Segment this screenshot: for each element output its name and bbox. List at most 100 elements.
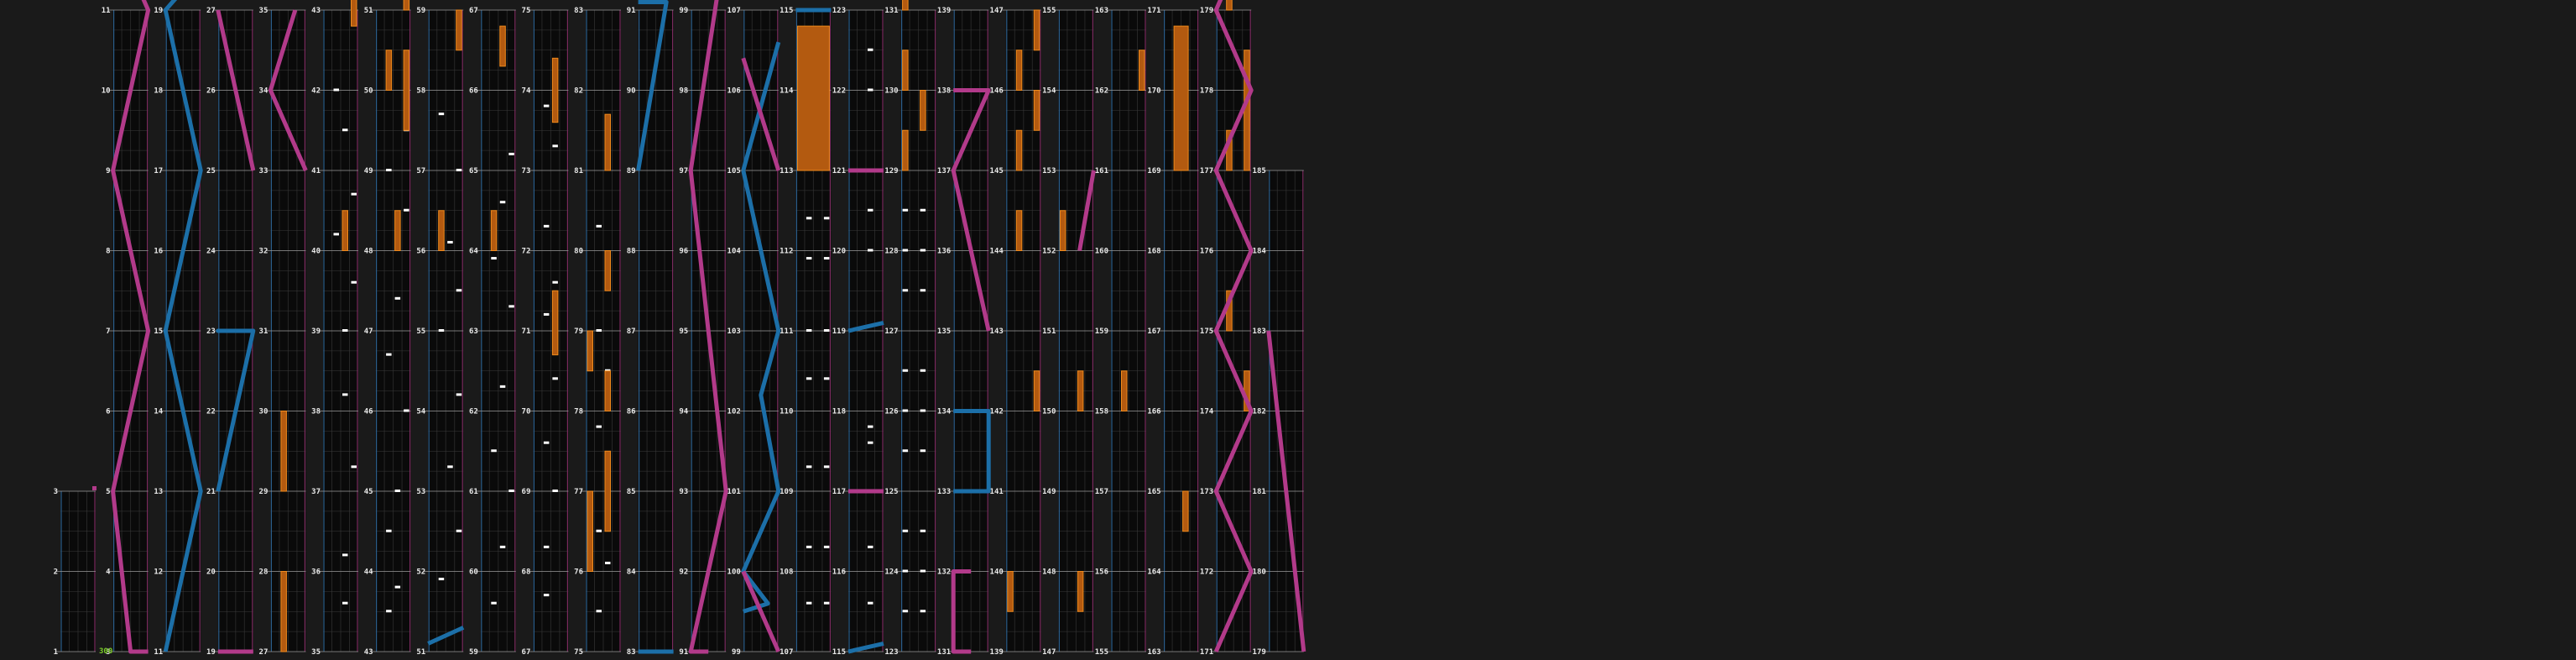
measure-number: 86: [627, 408, 636, 416]
tap-note: [920, 369, 926, 372]
tap-note: [342, 128, 348, 132]
measure-number: 15: [154, 327, 163, 336]
measure-number: 84: [627, 568, 636, 577]
slide-note: [216, 328, 256, 492]
measure-number: 129: [884, 167, 898, 175]
hold-note: [902, 50, 909, 91]
hold-note: [490, 210, 498, 251]
measure-number: 75: [574, 648, 583, 657]
measure-number: 131: [884, 7, 898, 15]
measure-number: 34: [259, 87, 269, 96]
hold-note: [280, 411, 287, 492]
measure-number: 101: [727, 488, 741, 496]
measure-number: 31: [259, 327, 269, 336]
measure-number: 33: [259, 167, 269, 175]
measure-number: 60: [469, 568, 478, 577]
measure-number: 24: [206, 248, 216, 256]
measure-number: 53: [416, 488, 425, 496]
measure-number: 12: [154, 568, 163, 577]
measure-number: 42: [311, 87, 321, 96]
measure-number: 70: [522, 408, 531, 416]
measure-number: 6: [106, 408, 110, 416]
measure-number: 88: [627, 248, 636, 256]
measure-number: 91: [627, 7, 636, 15]
tap-note: [456, 169, 462, 171]
hold-note: [1015, 50, 1023, 91]
tap-note: [868, 208, 873, 212]
measure-number: 44: [364, 568, 373, 577]
measure-number: 81: [574, 167, 583, 175]
hold-note: [385, 50, 393, 91]
measure-number: 173: [1200, 488, 1213, 496]
tap-note: [596, 329, 602, 332]
tap-note: [868, 88, 873, 92]
hold-note: [796, 25, 830, 171]
measure-number: 165: [1147, 488, 1160, 496]
measure-number: 5: [106, 488, 110, 496]
measure-number: 32: [259, 248, 269, 256]
measure-number: 73: [522, 167, 531, 175]
measure-number: 146: [990, 87, 1004, 96]
measure-number: 159: [1095, 327, 1108, 336]
measure-number: 82: [574, 87, 583, 96]
tap-note: [920, 569, 926, 573]
measure-number: 137: [937, 167, 951, 175]
measure-number: 46: [364, 408, 373, 416]
measure-number: 120: [832, 248, 846, 256]
tap-note: [333, 88, 339, 92]
slide-note: [688, 0, 728, 654]
measure-number: 93: [679, 488, 688, 496]
measure-number: 160: [1095, 248, 1108, 256]
measure-number: 108: [780, 568, 793, 577]
measure-number: 98: [679, 87, 688, 96]
tap-note: [902, 449, 909, 453]
hold-note: [1033, 370, 1040, 411]
measure-number: 41: [311, 167, 321, 175]
slide-note: [1213, 0, 1254, 653]
measure-number: 43: [311, 7, 321, 15]
measure-number: 117: [832, 488, 846, 496]
tap-note: [806, 601, 812, 605]
tap-note: [92, 486, 96, 490]
slide-note: [636, 0, 669, 171]
measure-number: 18: [154, 87, 163, 96]
tap-note: [868, 441, 873, 444]
measure-number: 72: [522, 248, 531, 256]
measure-number: 171: [1200, 648, 1213, 657]
measure-number: 179: [1253, 648, 1266, 657]
tap-note: [404, 208, 409, 212]
measure-number: 169: [1147, 167, 1160, 175]
measure-number: 51: [364, 7, 373, 15]
measure-number: 90: [627, 87, 636, 96]
measure-number: 11: [154, 648, 163, 657]
measure-number: 139: [937, 7, 951, 15]
tap-note: [438, 578, 445, 581]
tap-note: [920, 529, 926, 532]
measure-number: 143: [990, 327, 1004, 336]
measure-number: 118: [832, 408, 846, 416]
measure-number: 178: [1200, 87, 1213, 96]
tap-note: [543, 441, 550, 444]
measure-number: 40: [311, 248, 321, 256]
hold-note: [1121, 370, 1128, 411]
measure-number: 157: [1095, 488, 1108, 496]
measure-number: 142: [990, 408, 1004, 416]
measure-number: 35: [259, 7, 269, 15]
measure-number: 62: [469, 408, 478, 416]
measure-number: 67: [469, 7, 478, 15]
measure-number: 148: [1042, 568, 1056, 577]
measure-number: 166: [1147, 408, 1160, 416]
tap-note: [823, 545, 830, 548]
measure-number: 67: [522, 648, 531, 657]
measure-number: 175: [1200, 327, 1213, 336]
measure-number: 83: [574, 7, 583, 15]
tap-note: [342, 329, 348, 332]
hold-note: [587, 490, 593, 572]
slide-note: [268, 9, 308, 172]
tap-note: [823, 465, 830, 469]
tap-note: [868, 601, 873, 605]
